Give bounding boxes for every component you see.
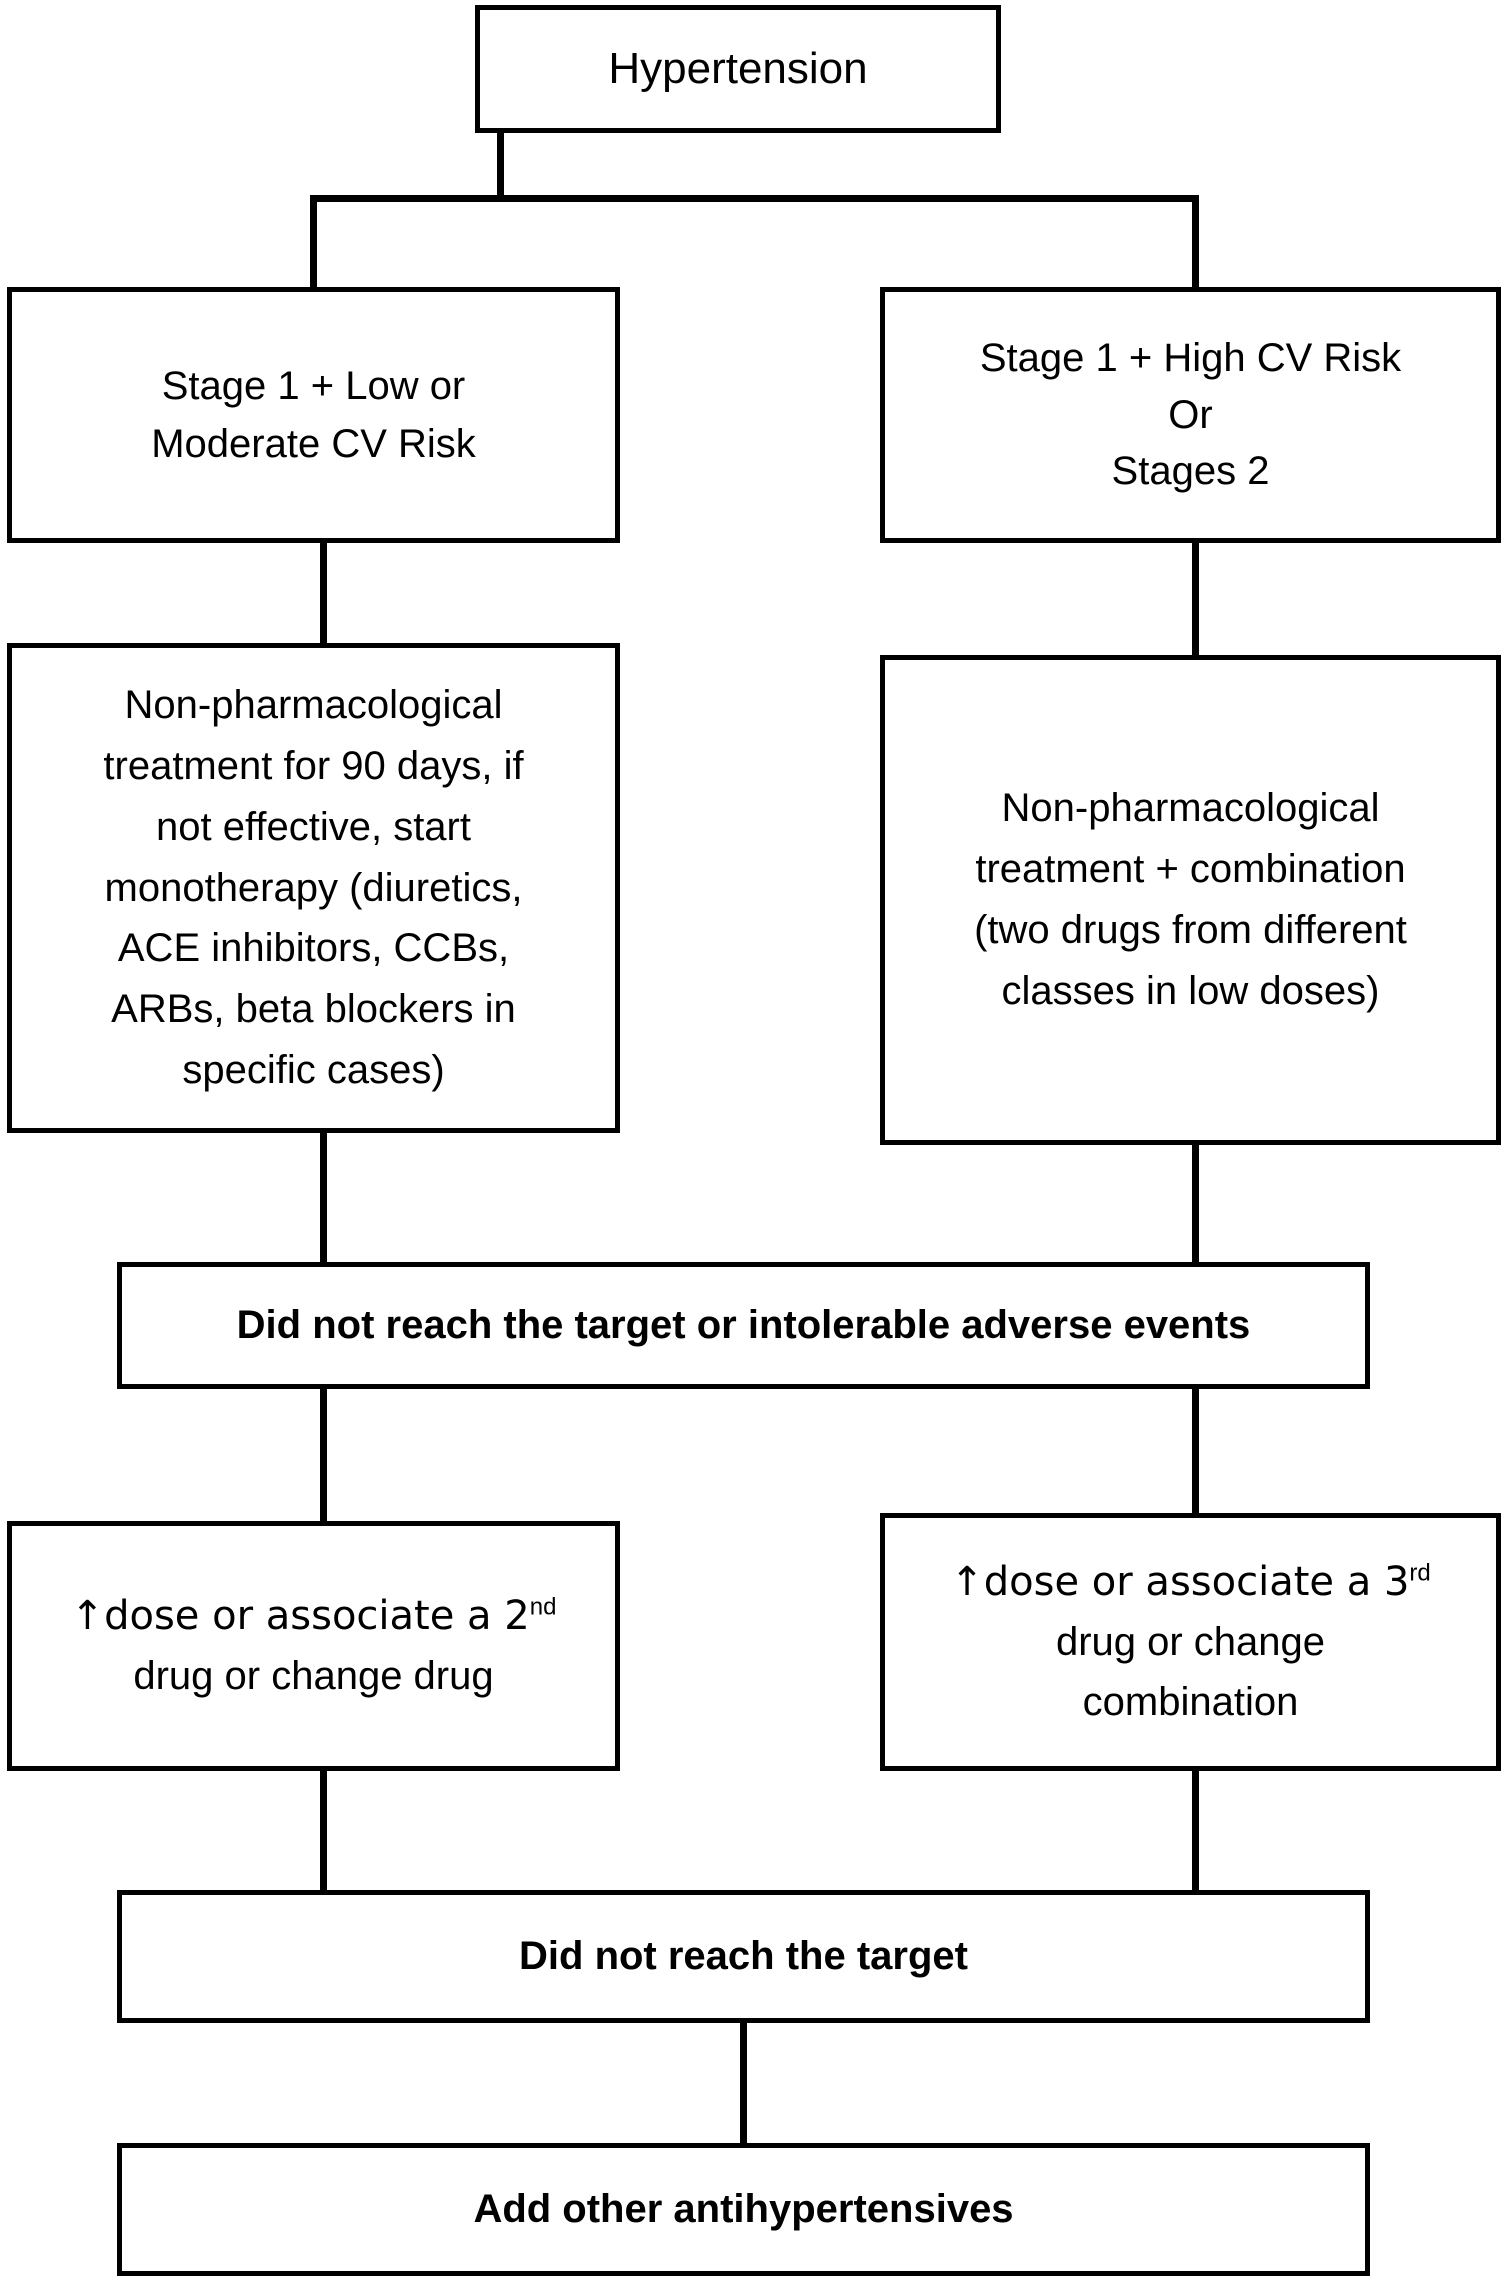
node-add-other-antihypertensives: Add other antihypertensives xyxy=(117,2143,1370,2276)
node-increase-dose-or-second-drug-line1: ↑dose or associate a 2 xyxy=(70,1593,530,1639)
node-hypertension-label: Hypertension xyxy=(608,44,868,93)
node-did-not-reach-target: Did not reach the target xyxy=(117,1890,1370,2023)
connector-stage-low-to-mono xyxy=(320,540,327,648)
connector-dose-3rd-to-not-reach xyxy=(1192,1767,1199,1894)
connector-split-left-drop xyxy=(310,195,317,290)
node-did-not-reach-target-or-adverse-events-label: Did not reach the target or intolerable … xyxy=(236,1303,1251,1347)
node-hypertension: Hypertension xyxy=(475,5,1001,133)
node-increase-dose-or-second-drug-line2: drug or change drug xyxy=(133,1654,494,1698)
connector-split-bar xyxy=(310,195,1199,202)
node-stage-1-high-cv-risk-or-stage-2-label: Stage 1 + High CV Risk Or Stages 2 xyxy=(979,335,1402,494)
connector-combo-to-not-reach-ae xyxy=(1192,1141,1199,1266)
node-increase-dose-or-third-drug: ↑dose or associate a 3rd drug or change co… xyxy=(880,1513,1501,1771)
node-non-pharmacological-combination-label: Non-pharmacological treatment + combinat… xyxy=(974,786,1407,1013)
node-increase-dose-or-third-drug-label: ↑dose or associate a 3rd drug or change co… xyxy=(885,1552,1496,1732)
node-non-pharmacological-monotherapy-label: Non-pharmacological treatment for 90 day… xyxy=(103,683,524,1092)
connector-split-right-drop xyxy=(1192,195,1199,290)
connector-mono-to-not-reach-ae xyxy=(320,1129,327,1266)
node-stage-1-low-moderate-cv-risk: Stage 1 + Low or Moderate CV Risk xyxy=(7,287,620,543)
connector-not-reach-ae-to-dose-3rd xyxy=(1192,1385,1199,1517)
node-increase-dose-or-second-drug: ↑dose or associate a 2nd drug or change d… xyxy=(7,1521,620,1771)
connector-stage-high-to-combo xyxy=(1192,540,1199,660)
node-stage-1-high-cv-risk-or-stage-2: Stage 1 + High CV Risk Or Stages 2 xyxy=(880,287,1501,543)
node-increase-dose-or-third-drug-line3: combination xyxy=(1082,1680,1299,1724)
node-did-not-reach-target-or-adverse-events: Did not reach the target or intolerable … xyxy=(117,1262,1370,1389)
connector-hypertension-stem xyxy=(497,128,504,202)
node-add-other-antihypertensives-label: Add other antihypertensives xyxy=(473,2187,1014,2231)
ordinal-suffix-rd: rd xyxy=(1409,1559,1431,1587)
ordinal-suffix-nd: nd xyxy=(529,1593,557,1621)
connector-not-reach-ae-to-dose-2nd xyxy=(320,1385,327,1525)
node-non-pharmacological-combination: Non-pharmacological treatment + combinat… xyxy=(880,655,1501,1145)
connector-not-reach-to-add-other xyxy=(740,2019,747,2147)
node-did-not-reach-target-label: Did not reach the target xyxy=(519,1934,968,1978)
node-stage-1-low-moderate-cv-risk-label: Stage 1 + Low or Moderate CV Risk xyxy=(151,364,476,466)
node-non-pharmacological-monotherapy: Non-pharmacological treatment for 90 day… xyxy=(7,643,620,1133)
node-increase-dose-or-third-drug-line1: ↑dose or associate a 3 xyxy=(950,1559,1410,1605)
node-increase-dose-or-second-drug-label: ↑dose or associate a 2nd drug or change d… xyxy=(12,1586,615,1706)
node-increase-dose-or-third-drug-line2: drug or change xyxy=(1055,1620,1326,1664)
connector-dose-2nd-to-not-reach xyxy=(320,1767,327,1894)
